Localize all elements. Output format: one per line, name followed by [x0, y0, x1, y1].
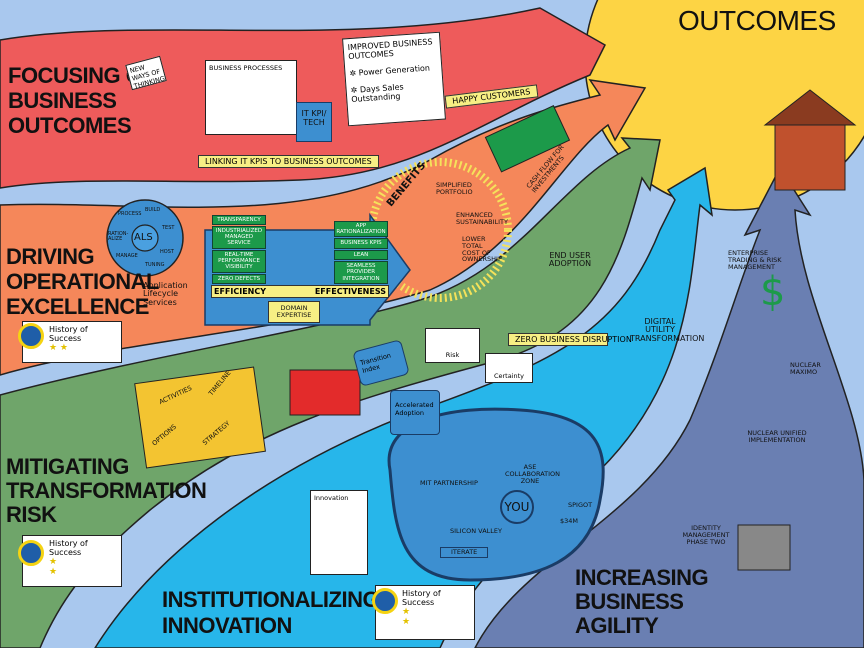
efficiency-item: Industrialized Managed Service	[212, 225, 266, 249]
star-icon: ★★	[402, 607, 411, 627]
effectiveness-item: App Rationalization	[334, 220, 388, 238]
certainty-chart: Certainty	[485, 353, 533, 383]
driving-heading-2: Operational	[6, 269, 159, 294]
driving-heading-3: Excellence	[6, 294, 149, 319]
als-segment: Process	[118, 211, 142, 217]
award-ribbon-icon	[372, 588, 398, 614]
toolbox	[289, 369, 361, 416]
efficiency-item: Transparency	[212, 214, 266, 225]
house-roof	[763, 89, 857, 126]
end-user-adoption: End User Adoption	[548, 251, 592, 269]
improved-item: ✲ Days Sales Outstanding	[350, 82, 404, 105]
improved-item-text: Power Generation	[358, 63, 431, 78]
it-kpi-box: IT KPI/ TECH	[296, 102, 332, 142]
innovation-document: Innovation	[310, 490, 368, 575]
als-segment: Tuning	[145, 262, 165, 268]
iterate-truck: Iterate	[440, 547, 489, 558]
agility-heading-3: Agility	[575, 613, 659, 638]
effectiveness-stack: App Rationalization Business KPIs Lean S…	[334, 195, 388, 284]
spigot-label: Spigot	[568, 501, 593, 509]
efficiency-label: Efficiency	[214, 287, 267, 296]
efficiency-item: Zero Defects	[212, 273, 266, 284]
dollar-icon: $	[760, 269, 785, 315]
orange-band	[0, 79, 647, 376]
award-ribbon-icon	[18, 540, 44, 566]
scale-beam: Efficiency Effectiveness	[211, 285, 389, 298]
nuclear-maximo-label: Nuclear Maximo	[790, 361, 821, 376]
zero-disruption-banner: Zero Business Disruption	[508, 333, 632, 346]
improved-item-text: Days Sales Outstanding	[351, 82, 404, 105]
identity-management-label: Identity Management Phase Two	[682, 524, 730, 546]
als-segment: Manage	[116, 253, 138, 259]
mit-partnership: MIT Partnership	[420, 479, 478, 487]
silicon-valley: Silicon Valley	[450, 527, 502, 535]
als-center: ALS	[134, 232, 153, 243]
focusing-heading-1: Focusing on	[8, 63, 158, 88]
digital-utility-transformation: Digital Utility Transformation	[630, 317, 705, 343]
agility-heading-1: Increasing	[575, 565, 709, 590]
history-label: History of Success	[402, 589, 441, 607]
house	[774, 119, 846, 191]
effectiveness-label: Effectiveness	[314, 287, 386, 296]
als-segment: Host	[160, 249, 174, 255]
accelerated-adoption-notebook: Accelerated Adoption	[390, 390, 440, 435]
award-ribbon-icon	[18, 323, 44, 349]
improved-item: ✲ Power Generation	[349, 63, 431, 79]
mitigating-heading-3: Risk	[6, 502, 57, 527]
history-label: History of Success	[49, 325, 88, 343]
benefit-item: Enhanced Sustainability	[456, 211, 509, 226]
efficiency-stack: Transparency Industrialized Managed Serv…	[212, 195, 266, 284]
business-processes-board: Business Processes	[205, 60, 297, 135]
benefits-ring	[368, 158, 512, 302]
history-label: History of Success	[49, 539, 88, 557]
als-segment: Build	[145, 207, 161, 213]
effectiveness-item: Lean	[334, 249, 388, 261]
nuclear-unified-label: Nuclear Unified Implementation	[747, 429, 807, 444]
risk-chart: Risk	[425, 328, 480, 363]
linking-banner: Linking IT KPIs to Business Outcomes	[198, 155, 379, 168]
amount-drop: $34M	[560, 517, 579, 525]
cash-stack	[484, 105, 571, 173]
padlock	[737, 524, 791, 571]
benefit-item: Simplified Portfolio	[436, 181, 473, 196]
benefit-item: Lower Total Cost of Ownership	[462, 235, 502, 264]
effectiveness-item: Business KPIs	[334, 238, 388, 249]
institutionalizing-heading-1: Institutionalizing	[162, 587, 380, 612]
focusing-heading-3: Outcomes	[8, 113, 132, 138]
mitigating-heading-2: Transformation	[6, 478, 207, 503]
focusing-heading-2: Business	[8, 88, 117, 113]
star-icon: ★ ★	[49, 343, 68, 353]
you-circle: You	[500, 490, 534, 524]
als-segment: Test	[162, 225, 175, 231]
improved-title: Improved Business Outcomes	[347, 37, 433, 62]
puzzle	[134, 366, 266, 469]
als-caption: Application Lifecycle Services	[143, 281, 188, 307]
mit-bubble	[387, 407, 605, 582]
etrm-label: Enterprise Trading & Risk Management	[728, 249, 782, 271]
ase-collaboration-zone: ASE Collaboration Zone	[505, 463, 561, 485]
star-icon: ★★	[49, 557, 58, 577]
agility-heading-2: Business	[575, 589, 684, 614]
driving-heading-1: Driving	[6, 244, 95, 269]
efficiency-item: Real-Time Performance Visibility	[212, 249, 266, 273]
red-band	[0, 7, 606, 189]
effectiveness-item: Seamless Provider Integration	[334, 261, 388, 284]
institutionalizing-heading-2: Innovation	[162, 613, 292, 638]
domain-expertise-fulcrum: Domain Expertise	[268, 301, 320, 323]
improved-outcomes-board: Improved Business Outcomes ✲ Power Gener…	[342, 31, 446, 127]
outcomes-title: Outcomes	[678, 5, 836, 36]
mitigating-heading-1: Mitigating	[6, 454, 129, 479]
als-segment: Ration-alize	[108, 231, 129, 243]
als-hub	[131, 224, 159, 252]
